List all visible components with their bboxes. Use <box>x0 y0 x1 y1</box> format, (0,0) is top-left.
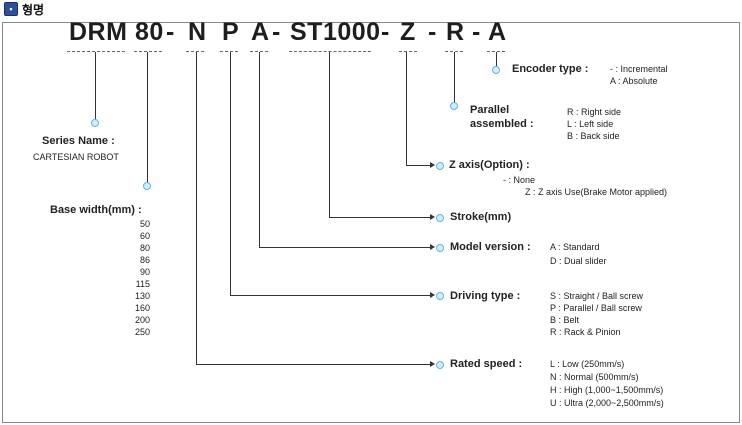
series-label: Series Name : <box>42 135 115 147</box>
encoder-marker-dot <box>492 66 500 74</box>
model-version-option: D : Dual slider <box>550 256 607 266</box>
driving-type-label: Driving type : <box>450 290 521 302</box>
code-assembly: R <box>446 18 465 46</box>
z-axis-arrow-icon <box>430 162 435 168</box>
code-model-version: A <box>251 18 270 46</box>
code-z-axis: Z <box>400 18 416 46</box>
parallel-option: B : Back side <box>567 131 620 141</box>
model-version-leader-line <box>259 247 430 248</box>
base-width-value: 160 <box>134 303 150 313</box>
base-width-value: 115 <box>135 279 150 289</box>
z-axis-label: Z axis(Option) : <box>449 159 530 171</box>
stroke-label: Stroke(mm) <box>450 211 512 223</box>
base-width-value: 200 <box>134 315 150 325</box>
z-axis-option: Z : Z axis Use(Brake Motor applied) <box>525 187 668 197</box>
z-axis-option: - : None <box>502 175 535 185</box>
z-axis-leader-line <box>406 165 430 166</box>
driving-type-marker-dot <box>436 292 444 300</box>
model-version-arrow-icon <box>430 244 435 250</box>
z-axis-marker-dot <box>436 162 444 170</box>
code-underline <box>289 51 371 52</box>
code-encoder: A <box>488 18 507 46</box>
code-dash: - <box>472 18 481 46</box>
code-underline <box>445 51 463 52</box>
code-underline <box>487 51 505 52</box>
base-width-value: 90 <box>139 267 150 277</box>
stroke-leader-line <box>329 52 330 218</box>
rated-speed-leader-line <box>196 52 197 365</box>
code-dash: - <box>381 18 390 46</box>
model-version-leader-line <box>259 52 260 248</box>
section-title: 형명 <box>22 2 45 17</box>
info-square-icon: ▪ <box>4 2 18 16</box>
rated-speed-marker-dot <box>436 361 444 369</box>
code-underline <box>67 51 125 52</box>
parallel-leader-line <box>454 52 455 104</box>
driving-type-option: P : Parallel / Ball screw <box>550 303 642 313</box>
rated-speed-leader-line <box>196 364 430 365</box>
base-width-marker-dot <box>143 182 151 190</box>
model-version-option: A : Standard <box>550 242 600 252</box>
rated-speed-option: L : Low (250mm/s) <box>550 359 625 369</box>
parallel-option: L : Left side <box>567 119 614 129</box>
base-width-value: 250 <box>134 327 150 337</box>
code-underline <box>134 51 162 52</box>
parallel-option: R : Right side <box>567 107 622 117</box>
rated-speed-option: N : Normal (500mm/s) <box>550 372 639 382</box>
code-underline <box>220 51 238 52</box>
base-width-value: 130 <box>134 291 150 301</box>
driving-type-leader-line <box>230 295 430 296</box>
base-width-leader-line <box>147 52 148 184</box>
rated-speed-arrow-icon <box>430 361 435 367</box>
parallel-label: assembled : <box>470 118 534 130</box>
code-dash: - <box>428 18 437 46</box>
base-width-value: 86 <box>139 255 150 265</box>
encoder-type-label: Encoder type : <box>512 63 589 75</box>
stroke-marker-dot <box>436 214 444 222</box>
series-value: CARTESIAN ROBOT <box>33 152 119 162</box>
series-marker-dot <box>91 119 99 127</box>
driving-type-option: S : Straight / Ball screw <box>550 291 644 301</box>
code-series: DRM <box>69 18 128 46</box>
code-dash: - <box>272 18 281 46</box>
code-dash: - <box>166 18 175 46</box>
model-version-label: Model version : <box>450 241 531 253</box>
z-axis-leader-line <box>406 52 407 166</box>
rated-speed-label: Rated speed : <box>450 358 523 370</box>
code-underline <box>186 51 204 52</box>
code-base-width: 80 <box>135 18 164 46</box>
encoder-option: A : Absolute <box>610 76 658 86</box>
section-header: ▪ 형명 <box>4 2 45 17</box>
driving-type-option: B : Belt <box>550 315 580 325</box>
base-width-value: 60 <box>139 231 150 241</box>
parallel-marker-dot <box>450 102 458 110</box>
base-width-value: 80 <box>139 243 150 253</box>
driving-type-leader-line <box>230 52 231 296</box>
code-driving-type: P <box>222 18 240 46</box>
model-version-marker-dot <box>436 244 444 252</box>
code-underline <box>250 51 268 52</box>
driving-type-option: R : Rack & Pinion <box>550 327 621 337</box>
base-width-value: 50 <box>139 219 150 229</box>
rated-speed-option: U : Ultra (2,000~2,500mm/s) <box>550 398 664 408</box>
code-underline <box>399 51 417 52</box>
driving-type-arrow-icon <box>430 292 435 298</box>
code-rated-speed: N <box>188 18 207 46</box>
encoder-option: - : Incremental <box>610 64 668 74</box>
stroke-leader-line <box>329 217 430 218</box>
stroke-arrow-icon <box>430 214 435 220</box>
code-stroke: ST1000 <box>290 18 381 46</box>
rated-speed-option: H : High (1,000~1,500mm/s) <box>550 385 664 395</box>
parallel-label: Parallel <box>470 104 510 116</box>
series-leader-line <box>95 52 96 120</box>
base-width-label: Base width(mm) : <box>50 204 142 216</box>
encoder-leader-line <box>496 52 497 68</box>
diagram-frame <box>2 22 740 423</box>
